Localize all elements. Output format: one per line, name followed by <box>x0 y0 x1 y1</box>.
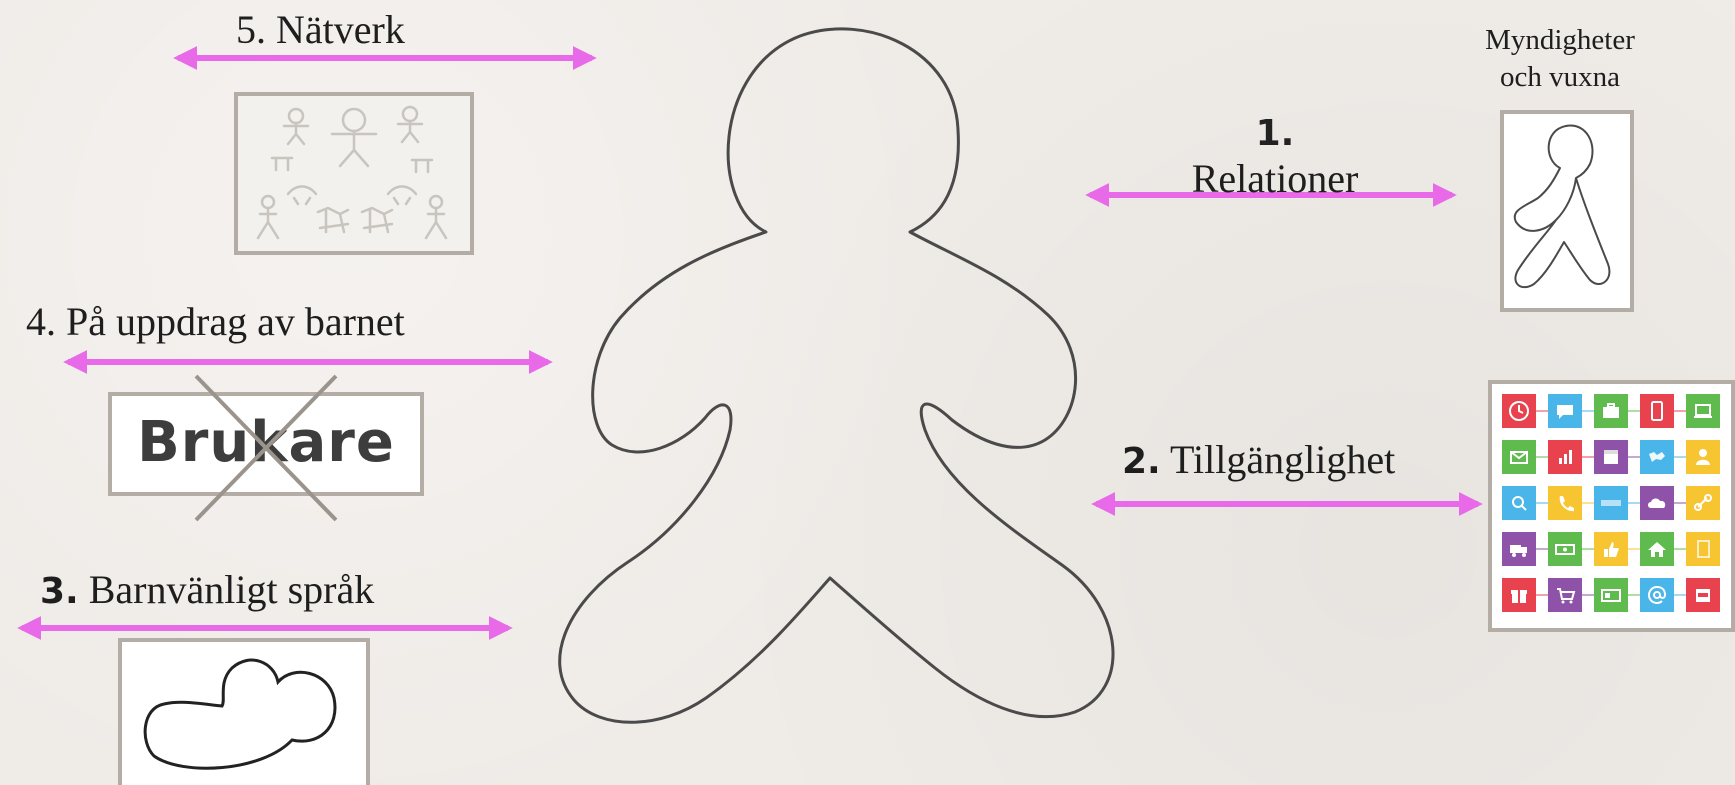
label-tillganglighet: 2. Tillgänglighet <box>1122 436 1395 483</box>
label-myndigheter-line2: och vuxna <box>1460 59 1660 96</box>
truck-icon <box>1502 532 1536 566</box>
network-image-frame <box>234 92 474 255</box>
briefcase-icon <box>1594 394 1628 428</box>
authority-figure-frame <box>1500 110 1634 312</box>
label-myndigheter-line1: Myndigheter <box>1460 22 1660 59</box>
label-barnvanligt-number: 3. <box>40 571 79 612</box>
label-relationer-number: 1. <box>1160 112 1390 156</box>
language-bubble-frame <box>118 638 370 785</box>
clock-icon <box>1502 394 1536 428</box>
business-card-icon <box>1594 486 1628 520</box>
label-pa-uppdrag: 4. På uppdrag av barnet <box>26 298 405 345</box>
icon-grid-connector <box>1674 502 1686 504</box>
laptop-icon <box>1686 394 1720 428</box>
icon-grid-connector <box>1582 456 1594 458</box>
label-myndigheter: Myndigheter och vuxna <box>1460 22 1660 96</box>
icon-grid-connector <box>1674 594 1686 596</box>
icon-grid-connector <box>1536 456 1548 458</box>
icon-grid-connector <box>1628 594 1640 596</box>
icon-grid-connector <box>1582 502 1594 504</box>
icon-grid <box>1502 394 1732 626</box>
network-figures-image <box>238 96 470 251</box>
accessibility-icons-frame <box>1488 380 1735 632</box>
icon-grid-connector <box>1536 502 1548 504</box>
mail-icon <box>1502 440 1536 474</box>
gift-icon <box>1502 578 1536 612</box>
chat-bubble-icon <box>1548 394 1582 428</box>
person-icon <box>1686 440 1720 474</box>
world-map-icon <box>1640 440 1674 474</box>
label-tillganglighet-number: 2. <box>1122 441 1161 482</box>
icon-grid-connector <box>1582 594 1594 596</box>
brukare-word: Brukare <box>112 410 420 475</box>
label-relationer: 1. Relationer <box>1160 112 1390 202</box>
at-sign-icon <box>1640 578 1674 612</box>
search-icon <box>1502 486 1536 520</box>
id-card-icon <box>1594 578 1628 612</box>
icon-grid-connector <box>1536 410 1548 412</box>
home-icon <box>1640 532 1674 566</box>
icon-grid-connector <box>1628 410 1640 412</box>
calendar-icon <box>1594 440 1628 474</box>
icon-grid-connector <box>1582 410 1594 412</box>
smartphone-icon <box>1640 394 1674 428</box>
icon-grid-connector <box>1674 456 1686 458</box>
sale-tag-icon <box>1686 578 1720 612</box>
cart-icon <box>1548 578 1582 612</box>
thumbs-up-icon <box>1594 532 1628 566</box>
icon-grid-connector <box>1674 410 1686 412</box>
icon-grid-connector <box>1628 548 1640 550</box>
icon-grid-connector <box>1536 594 1548 596</box>
label-barnvanligt: 3. Barnvänligt språk <box>40 566 374 613</box>
label-relationer-text: Relationer <box>1160 156 1390 202</box>
link-icon <box>1686 486 1720 520</box>
cloud-icon <box>1640 486 1674 520</box>
icon-grid-connector <box>1536 548 1548 550</box>
bar-chart-icon <box>1548 440 1582 474</box>
label-barnvanligt-text: Barnvänligt språk <box>89 567 375 612</box>
icon-grid-connector <box>1628 456 1640 458</box>
speech-bubble-icon <box>122 642 366 785</box>
document-icon <box>1686 532 1720 566</box>
adult-figure-image <box>1504 114 1630 308</box>
phone-icon <box>1548 486 1582 520</box>
icon-grid-connector <box>1674 548 1686 550</box>
icon-grid-connector <box>1628 502 1640 504</box>
label-natverk: 5. Nätverk <box>236 6 405 53</box>
icon-grid-connector <box>1582 548 1594 550</box>
money-icon <box>1548 532 1582 566</box>
label-tillganglighet-text: Tillgänglighet <box>1170 437 1395 482</box>
brukare-frame: Brukare <box>108 392 424 496</box>
